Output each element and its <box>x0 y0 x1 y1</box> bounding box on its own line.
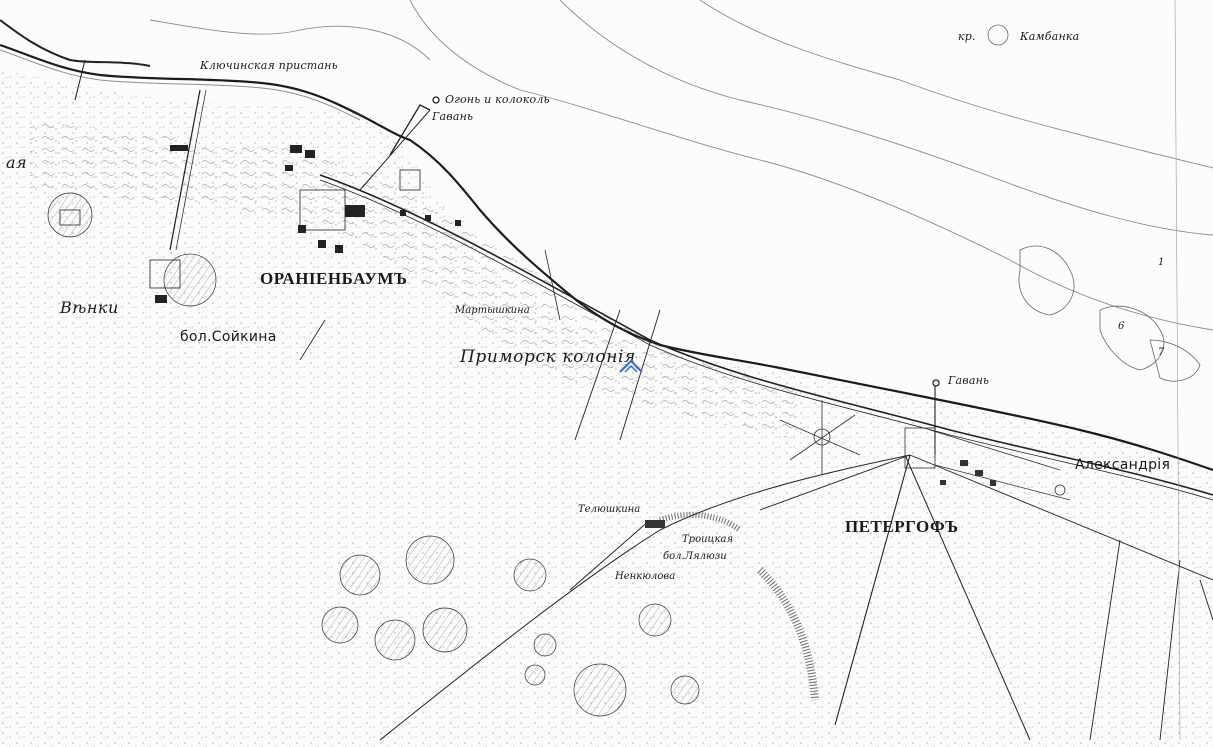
label-ogon-kolokol: Огонь и колоколь <box>445 93 550 106</box>
label-kambanka: Камбанка <box>1020 30 1080 43</box>
label-gavan-top: Гавань <box>432 110 474 123</box>
land-area <box>0 70 1213 747</box>
label-gavan-right: Гавань <box>948 374 990 387</box>
label-klyuch-pristan: Ключинская пристань <box>200 59 338 72</box>
park-layout <box>779 400 1071 501</box>
label-troitskaya: Троицкая <box>682 534 734 545</box>
roads <box>74 0 1213 741</box>
town-peterhof <box>645 460 996 528</box>
label-kr: кр. <box>958 30 976 43</box>
label-num-6: 6 <box>1118 321 1125 332</box>
label-num-7: 7 <box>1158 347 1165 358</box>
label-aleksandria: Александрія <box>1075 457 1171 473</box>
harbour-markers <box>389 96 940 387</box>
label-tyelushkina: Телюшкина <box>578 504 641 515</box>
sea-area <box>0 0 1213 470</box>
label-martyshkina: Мартышкина <box>455 305 530 316</box>
depth-contours <box>149 0 1213 331</box>
label-oranienbaum: ОРАНІЕНБАУМЪ <box>260 269 408 288</box>
label-peterhof: ПЕТЕРГОФЪ <box>845 517 959 536</box>
label-bol-lyalyuzi: бол.Лялюзи <box>663 551 727 562</box>
islands <box>987 24 1201 382</box>
label-nenkyulova: Ненкюлова <box>615 571 676 582</box>
shore-dark <box>0 19 151 67</box>
label-primorsk-kol: Приморск колонія <box>460 347 636 367</box>
label-venki: Вѣнки <box>60 298 119 317</box>
town-oranienbaum <box>155 145 461 303</box>
hills <box>47 192 819 717</box>
label-num-1: 1 <box>1158 257 1165 268</box>
station-marker-icon <box>619 359 643 373</box>
label-partial-left: ая <box>6 153 28 172</box>
shore-marsh <box>30 120 800 440</box>
label-bol-soykina: бол.Сойкина <box>180 329 277 345</box>
